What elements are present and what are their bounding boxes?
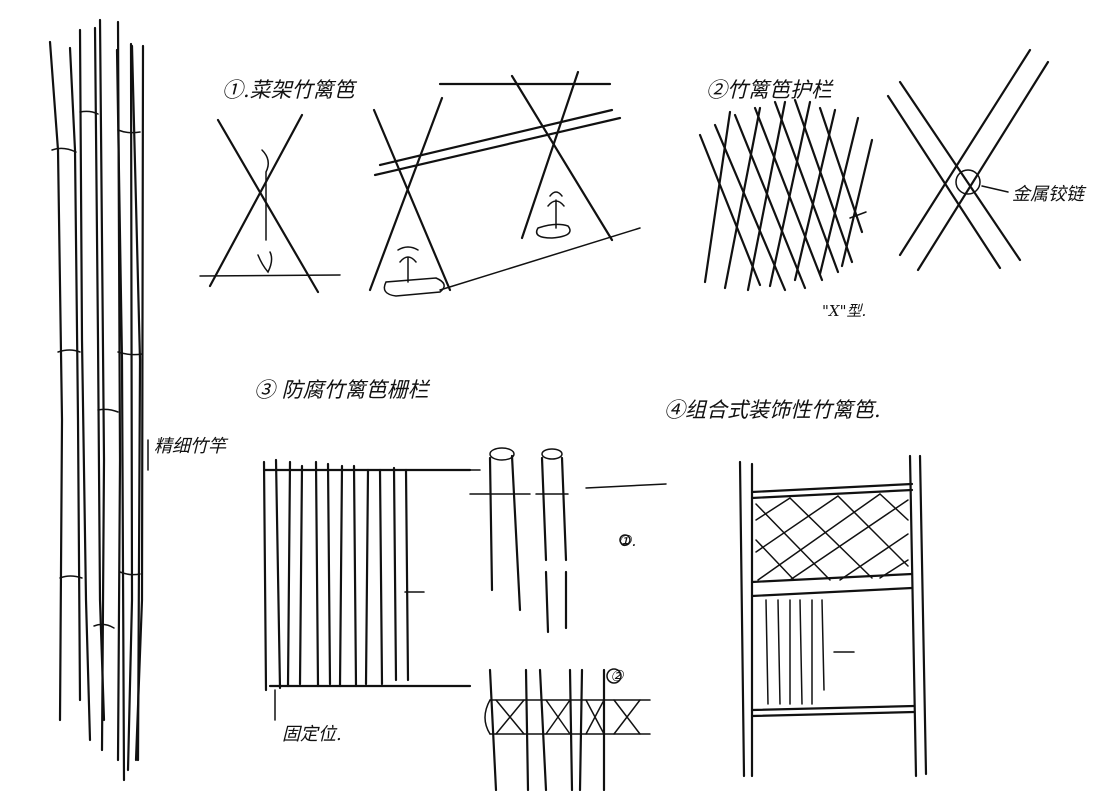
decorative-fence-drawing	[738, 454, 928, 778]
section2-title: ②竹篱笆护栏	[706, 78, 832, 102]
marker-1-label: ①.	[618, 532, 637, 550]
fixing-point-label: 固定位.	[282, 724, 342, 745]
section1-title: ①.菜架竹篱笆	[222, 78, 355, 102]
vegetable-trellis-drawing	[199, 70, 641, 297]
x-shape-label: "X"型.	[822, 302, 867, 320]
section3-title: ③ 防腐竹篱笆栅栏	[254, 378, 429, 402]
preservative-fence-drawing	[262, 447, 667, 791]
hinge-label: 金属铰链	[1012, 184, 1084, 205]
section4-title: ④组合式装饰性竹篱笆.	[664, 398, 881, 422]
bamboo-poles-label: 精细竹竿	[154, 436, 226, 457]
guardrail-lattice-drawing	[698, 48, 1050, 292]
bamboo-poles-drawing	[48, 18, 145, 782]
marker-2-label: ②	[610, 667, 624, 685]
